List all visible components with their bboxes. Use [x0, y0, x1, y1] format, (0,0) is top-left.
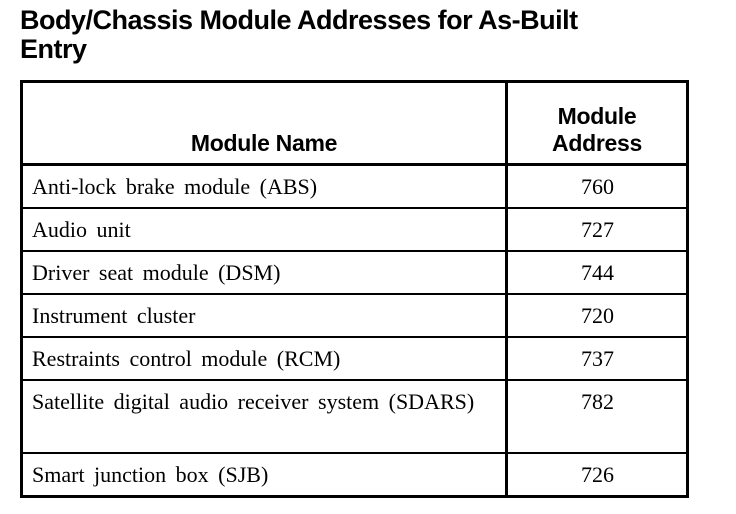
module-address-cell: 720: [505, 293, 689, 338]
module-address-table: Module Name Module Address Anti-lock bra…: [20, 80, 689, 498]
column-header-module-name: Module Name: [20, 80, 508, 166]
module-name-cell: Instrument cluster: [20, 293, 508, 338]
column-header-module-address: Module Address: [505, 80, 689, 166]
module-address-cell: 760: [505, 163, 689, 209]
module-name-cell: Driver seat module (DSM): [20, 250, 508, 295]
table-row: Instrument cluster 720: [20, 293, 689, 338]
table-body: Anti-lock brake module (ABS) 760 Audio u…: [20, 163, 689, 498]
table-row: Satellite digital audio receiver system …: [20, 379, 689, 454]
table-row: Driver seat module (DSM) 744: [20, 250, 689, 295]
table-row: Smart junction box (SJB) 726: [20, 452, 689, 498]
module-name-cell: Restraints control module (RCM): [20, 336, 508, 381]
table-row: Audio unit 727: [20, 207, 689, 252]
module-name-cell: Audio unit: [20, 207, 508, 252]
module-name-cell: Anti-lock brake module (ABS): [20, 163, 508, 209]
module-address-cell: 782: [505, 379, 689, 454]
table-row: Anti-lock brake module (ABS) 760: [20, 163, 689, 209]
header-row: Module Name Module Address: [20, 80, 689, 166]
page-title: Body/Chassis Module Addresses for As-Bui…: [20, 5, 578, 64]
module-address-cell: 737: [505, 336, 689, 381]
module-address-cell: 726: [505, 452, 689, 498]
module-name-cell: Satellite digital audio receiver system …: [20, 379, 508, 454]
module-name-cell: Smart junction box (SJB): [20, 452, 508, 498]
module-address-cell: 744: [505, 250, 689, 295]
table-row: Restraints control module (RCM) 737: [20, 336, 689, 381]
table-header: Module Name Module Address: [20, 80, 689, 166]
module-address-cell: 727: [505, 207, 689, 252]
